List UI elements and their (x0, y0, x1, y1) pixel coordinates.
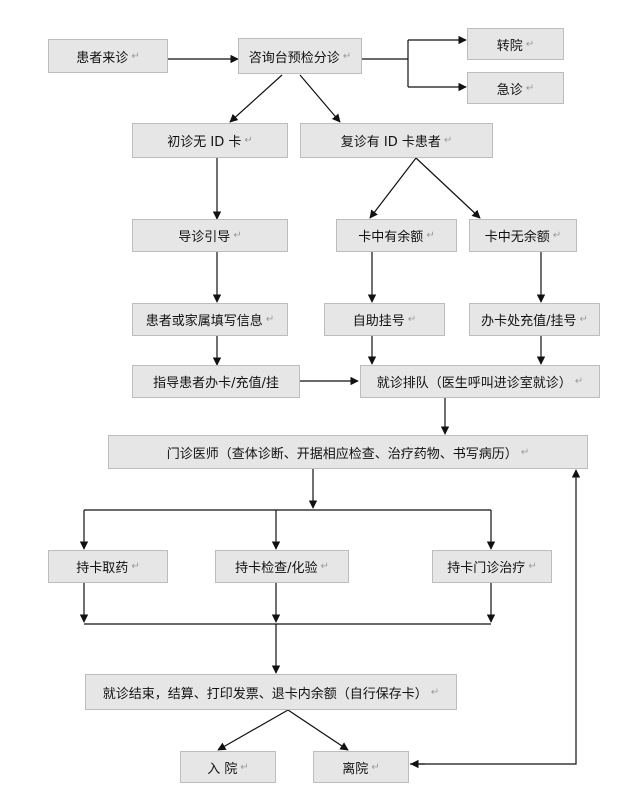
node-label: 指导患者办卡/充值/挂 (153, 376, 279, 391)
paragraph-mark: ↵ (371, 761, 380, 773)
node-transfer: 转院↵ (467, 28, 564, 60)
paragraph-mark: ↵ (430, 686, 440, 698)
paragraph-mark: ↵ (426, 230, 435, 241)
node-first-visit: 初诊无 ID 卡↵ (132, 123, 288, 158)
arrow-discharge-loop (410, 469, 581, 765)
node-treatment: 持卡门诊治疗↵ (432, 550, 552, 583)
node-guide: 导诊引导↵ (132, 219, 288, 252)
arrow-to-discharge (287, 709, 349, 751)
node-patient-arrival: 患者来诊↵ (48, 39, 168, 73)
paragraph-mark: ↵ (244, 135, 253, 146)
node-label: 持卡检查/化验 (235, 561, 318, 576)
node-label: 初诊无 ID 卡 (167, 135, 242, 150)
node-card-office: 办卡处充值/挂号↵ (469, 303, 600, 336)
paragraph-mark: ↵ (525, 82, 535, 94)
node-label: 卡中有余额 (358, 230, 424, 245)
node-lab: 持卡检查/化验↵ (215, 550, 349, 583)
node-card-balance: 卡中有余额↵ (336, 219, 457, 252)
node-label: 离院 (342, 761, 369, 777)
arrow-return-to-balance (369, 157, 417, 219)
arrow-to-admission (217, 709, 289, 751)
paragraph-mark: ↵ (525, 38, 535, 50)
paragraph-mark: ↵ (265, 314, 275, 325)
node-card-no-balance: 卡中无余额↵ (469, 219, 577, 252)
node-queue: 就诊排队（医生呼叫进诊室就诊）↵ (360, 365, 600, 398)
node-guide-card: 指导患者办卡/充值/挂 (132, 365, 300, 398)
node-label: 患者来诊 (76, 50, 129, 66)
node-label: 就诊排队（医生呼叫进诊室就诊） (376, 376, 572, 391)
node-settlement: 就诊结束，结算、打印发票、退卡内余额（自行保存卡）↵ (85, 674, 457, 710)
node-label: 持卡取药 (76, 561, 129, 576)
paragraph-mark: ↵ (320, 561, 329, 572)
paragraph-mark: ↵ (443, 135, 453, 146)
node-label: 持卡门诊治疗 (447, 561, 526, 576)
arrow-to-first-visit (229, 74, 283, 123)
node-admission: 入 院↵ (180, 751, 276, 783)
node-label: 入 院 (207, 761, 238, 777)
node-fill-info: 患者或家属填写信息↵ (132, 303, 288, 336)
node-label: 急诊 (496, 82, 523, 98)
paragraph-mark: ↵ (131, 50, 140, 62)
node-label: 就诊结束，结算、打印发票、退卡内余额（自行保存卡） (102, 686, 428, 702)
node-label: 复诊有 ID 卡患者 (340, 135, 441, 150)
node-label: 患者或家属填写信息 (145, 314, 263, 329)
node-label: 导诊引导 (178, 230, 231, 245)
paragraph-mark: ↵ (407, 314, 417, 325)
node-label: 咨询台预检分诊 (248, 50, 340, 66)
node-pharmacy: 持卡取药↵ (48, 550, 168, 583)
arrow-to-return-visit (299, 74, 341, 123)
paragraph-mark: ↵ (233, 230, 242, 241)
node-emergency: 急诊↵ (467, 72, 564, 104)
paragraph-mark: ↵ (552, 230, 562, 241)
paragraph-mark: ↵ (342, 50, 352, 62)
node-triage-desk: 咨询台预检分诊↵ (238, 38, 362, 74)
node-return-visit: 复诊有 ID 卡患者↵ (300, 123, 493, 158)
arrow-return-to-nobalance (415, 157, 481, 219)
node-self-register: 自助挂号↵ (324, 303, 445, 336)
paragraph-mark: ↵ (574, 376, 584, 387)
paragraph-mark: ↵ (520, 446, 530, 458)
paragraph-mark: ↵ (240, 761, 249, 773)
connector-triage-branch (362, 40, 409, 87)
node-doctor: 门诊医师（查体诊断、开据相应检查、治疗药物、书写病历）↵ (108, 435, 588, 469)
node-label: 卡中无余额 (484, 230, 550, 245)
node-label: 转院 (496, 38, 523, 54)
paragraph-mark: ↵ (131, 561, 140, 572)
paragraph-mark: ↵ (579, 314, 588, 325)
node-label: 办卡处充值/挂号 (481, 314, 577, 329)
node-discharge: 离院↵ (313, 751, 409, 783)
paragraph-mark: ↵ (528, 561, 537, 572)
node-label: 门诊医师（查体诊断、开据相应检查、治疗药物、书写病历） (166, 446, 518, 462)
node-label: 自助挂号 (352, 314, 405, 329)
